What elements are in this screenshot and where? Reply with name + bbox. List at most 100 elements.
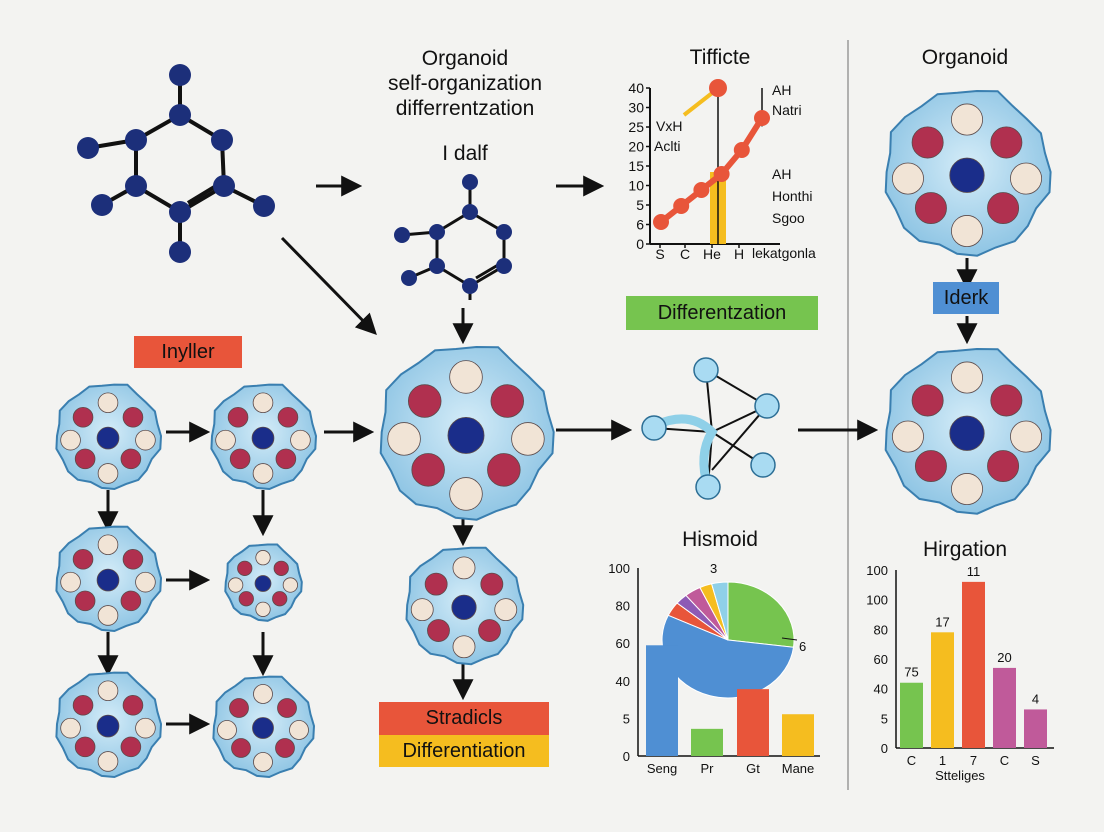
line-chart-ytick: 20: [628, 139, 644, 155]
line-chart-right-label-3: AH: [772, 166, 792, 182]
bar-chart-right-ytick: 100: [866, 563, 888, 578]
bar-chart-left-category: Seng: [647, 761, 677, 776]
bar-chart-right-category: C: [907, 753, 916, 768]
bar-chart-right-value-label: 20: [997, 650, 1011, 665]
flow-arrows: [97, 175, 978, 735]
organoid-cell: [212, 675, 316, 779]
bar-chart-right-value-label: 75: [904, 665, 918, 680]
line-chart-xtick: He: [703, 246, 721, 262]
pie-slice: [710, 581, 729, 641]
title-line-2: self-organization: [387, 72, 543, 95]
organoid-cell: [224, 543, 303, 622]
organoid-cell: [405, 546, 525, 666]
organoid-cell-large: [379, 345, 555, 521]
molecule-large: [77, 64, 275, 263]
title-top-center: Organoid self-organization differrentzat…: [360, 46, 570, 121]
bar-chart-right-bar: [993, 667, 1016, 748]
line-chart-right-label-2: Natri: [772, 102, 802, 118]
bar-chart-right-ytick: 5: [881, 711, 888, 726]
bar-chart-left-bar: [691, 728, 723, 756]
line-chart-ytick: 10: [628, 178, 644, 194]
line-chart-point: [693, 182, 710, 198]
molecule-caption: I dalf: [442, 142, 488, 165]
bar-chart-right-ytick: 100: [866, 593, 888, 608]
bar-chart-left-ytick: 80: [616, 599, 630, 614]
bar-chart-right-category: 1: [939, 753, 946, 768]
organoid-title-right: Organoid: [921, 46, 1009, 69]
title-line-3: differrentzation: [395, 97, 535, 120]
bar-chart-left-category: Gt: [746, 761, 760, 776]
bar-chart-left-bar: [646, 645, 678, 756]
organoid-cell: [210, 383, 318, 491]
bar-chart-left-ytick: 5: [623, 711, 630, 726]
line-chart-point: [733, 142, 750, 158]
bar-chart-left-category: Pr: [701, 761, 715, 776]
line-chart-left-label-2: Aclti: [654, 138, 681, 154]
pie-chart-title: Hismoid: [682, 528, 758, 551]
bar-chart-right-value-label: 17: [935, 614, 949, 629]
bar-chart-left-ytick: 0: [623, 749, 630, 764]
line-chart-right-label-4: Honthi: [772, 188, 813, 204]
line-chart-ytick: 15: [628, 158, 644, 174]
pie-chart: [661, 581, 798, 699]
organoid-cell: [55, 383, 163, 491]
bar-chart-right-category: C: [1000, 753, 1009, 768]
bar-chart-right-bar: [931, 632, 954, 748]
line-chart-point: [713, 166, 730, 182]
line-chart-point: [754, 110, 770, 126]
bar-chart-left-ytick: 100: [608, 561, 630, 576]
molecule-small: [394, 174, 512, 300]
line-chart-right-label-5: Sgoo: [772, 210, 805, 226]
pie-label-3: 3: [710, 561, 718, 576]
bar-chart-left-category: Mane: [782, 761, 815, 776]
line-chart-xtick: S: [655, 246, 664, 262]
pie-slice: [661, 614, 795, 699]
badge-stradicls: Stradicls: [379, 702, 549, 735]
organoid-cell: [55, 525, 163, 633]
bar-chart-right-ytick: 80: [874, 622, 888, 637]
line-chart-ytick: 5: [636, 197, 644, 213]
line-chart-xlabel: lekatgonla: [752, 245, 816, 261]
bar-chart-right-xlabel: Stteliges: [935, 768, 985, 783]
bar-chart-right-bar: [962, 581, 985, 748]
bar-chart-right-bar: [900, 682, 923, 748]
bar-chart-left-ytick: 40: [616, 674, 630, 689]
badge-inyller: Inyller: [134, 336, 242, 368]
line-chart-ytick: 6: [636, 217, 644, 233]
line-chart-right-label-1: AH: [772, 82, 792, 98]
organoid-cell-right: [884, 347, 1052, 515]
line-chart-point: [673, 198, 690, 214]
badge-differentiation: Differentiation: [379, 735, 549, 767]
organoid-cell: [55, 671, 163, 779]
bar-chart-right-value-label: 4: [1032, 691, 1039, 706]
pie-label-6: 6: [799, 639, 807, 654]
line-chart-ytick: 40: [628, 80, 644, 96]
line-chart-xtick: C: [680, 246, 690, 262]
line-chart-xtick: H: [734, 246, 744, 262]
line-chart-ytick: 25: [628, 119, 644, 135]
line-chart-yellow-stub: [682, 88, 718, 117]
bar-chart-right-ytick: 0: [881, 741, 888, 756]
line-chart-ytick: 0: [636, 236, 644, 252]
bar-chart-right-value-label: 11: [967, 564, 981, 579]
badge-iderk: Iderk: [933, 282, 999, 314]
pie-slice: [727, 581, 795, 648]
bar-chart-right-bar: [1024, 709, 1047, 748]
line-chart-left-label-1: VxH: [656, 118, 683, 134]
network-node: [641, 357, 780, 500]
line-chart-title: Tifficte: [689, 46, 751, 69]
bar-chart-right-ytick: 40: [874, 682, 888, 697]
bar-chart-right-category: 7: [970, 753, 977, 768]
bar-chart-right-ytick: 60: [874, 652, 888, 667]
bar-chart-title: Hirgation: [922, 538, 1008, 561]
bar-chart-left-bar: [737, 689, 769, 756]
line-chart-ytick: 30: [628, 100, 644, 116]
line-chart-point: [653, 214, 669, 230]
title-line-1: Organoid: [421, 47, 509, 70]
organoid-cell-top-right: [884, 89, 1052, 257]
